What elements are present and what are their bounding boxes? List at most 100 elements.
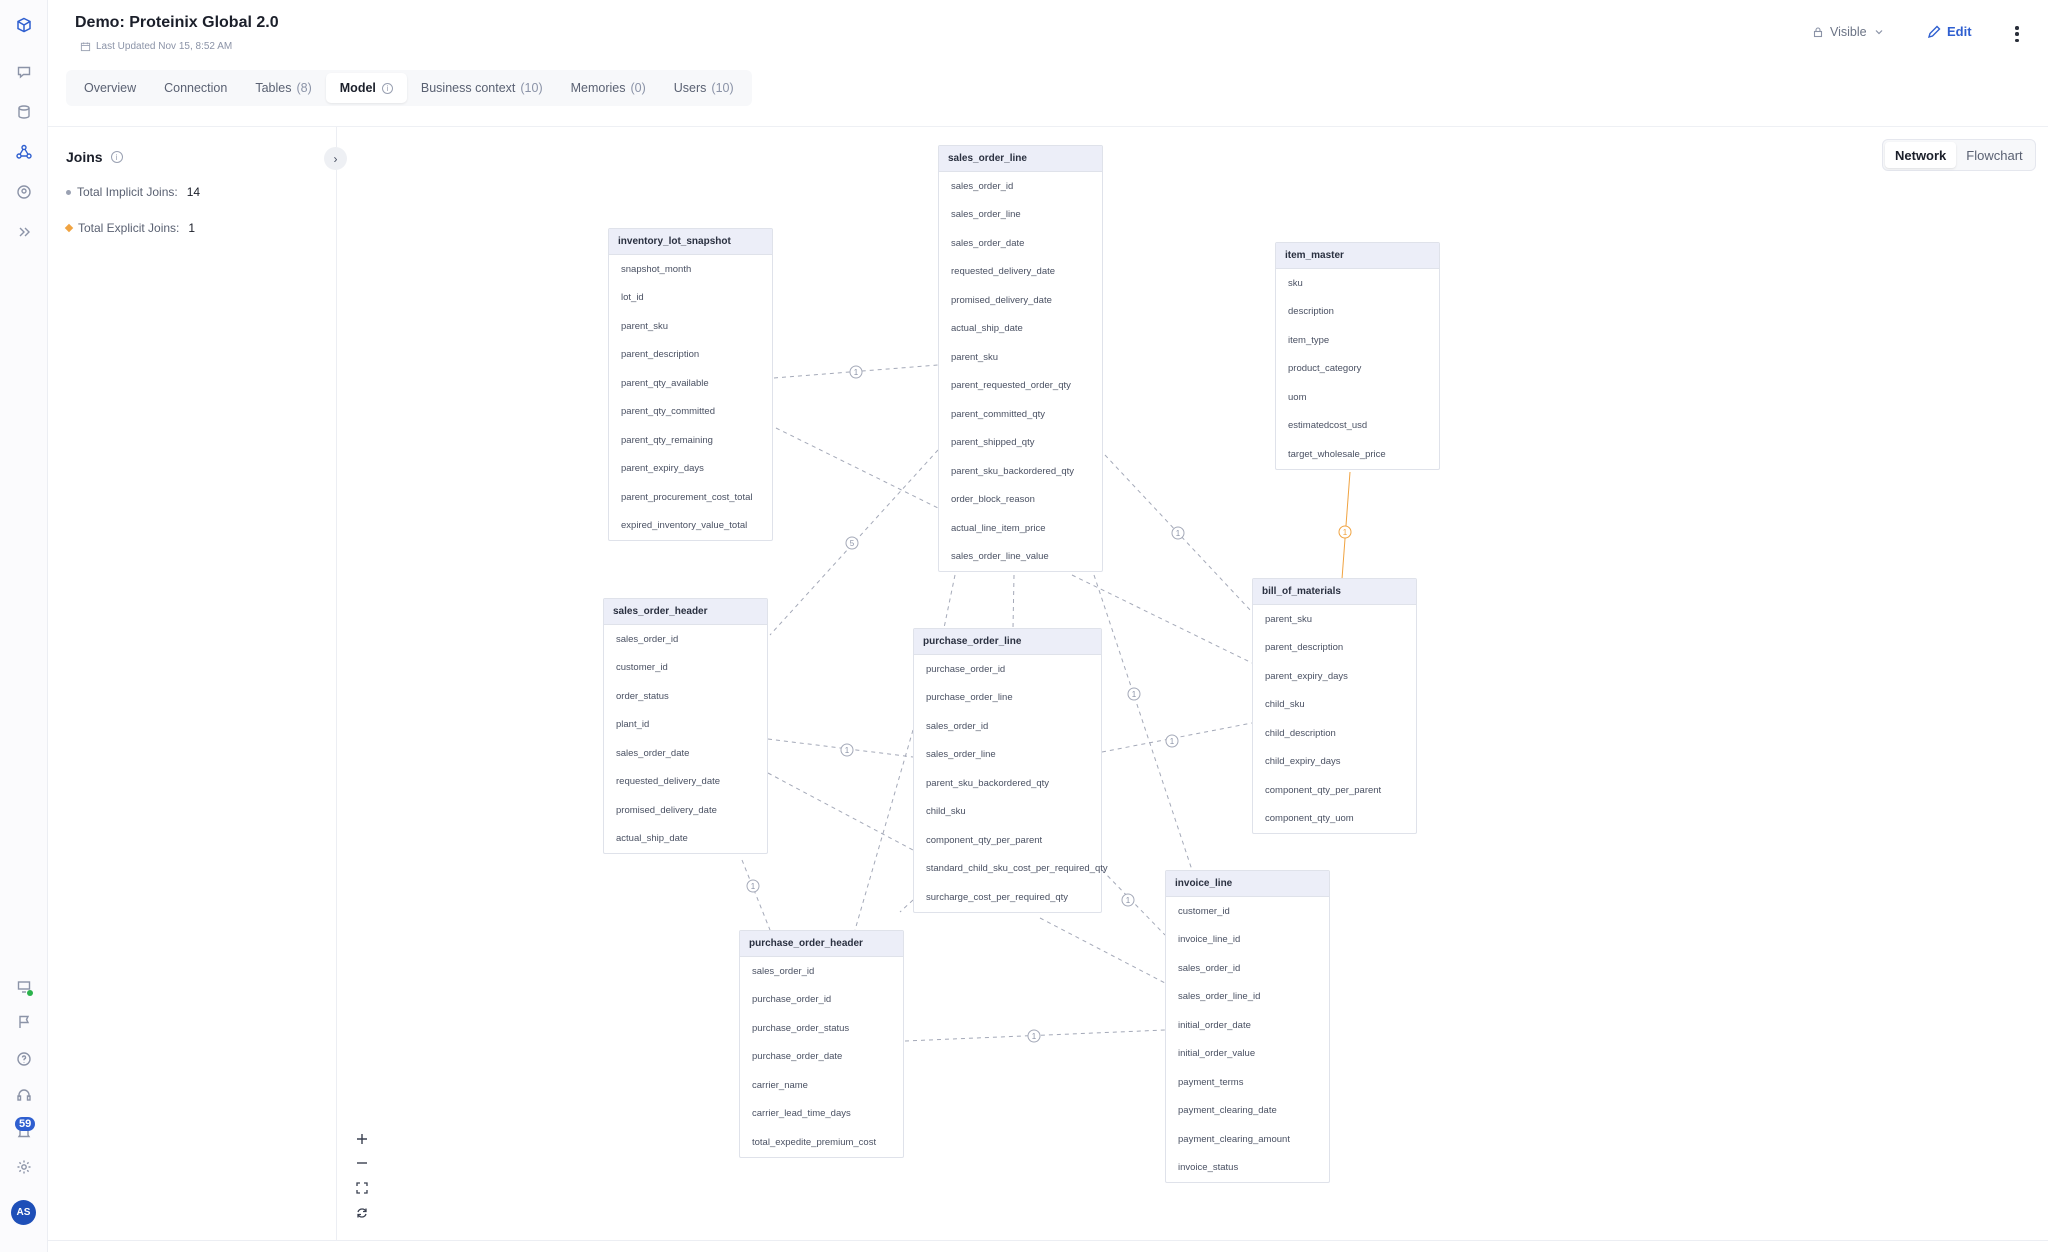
column-name: description (1288, 306, 1334, 318)
visibility-label: Visible (1830, 25, 1867, 39)
join-edge[interactable] (741, 859, 771, 931)
join-edge[interactable] (1012, 574, 1015, 629)
headset-icon[interactable] (12, 1083, 36, 1107)
column-name: sku (1288, 277, 1303, 289)
zoom-in-button[interactable] (350, 1128, 374, 1150)
edit-label: Edit (1947, 24, 1972, 39)
column-name: payment_clearing_date (1178, 1105, 1277, 1117)
svg-text:1: 1 (1343, 528, 1348, 537)
visibility-dropdown[interactable]: Visible (1812, 25, 1885, 39)
joins-panel (48, 127, 337, 1240)
collapse-panel-button[interactable]: › (324, 147, 347, 170)
join-edge[interactable] (769, 449, 939, 636)
info-icon[interactable]: i (110, 151, 123, 163)
tab-memories[interactable]: Memories(0) (557, 73, 660, 103)
lock-icon (1813, 27, 1823, 38)
network-view-button[interactable]: Network (1885, 142, 1957, 168)
tab-users[interactable]: Users(10) (660, 73, 748, 103)
column-name: promised_delivery_date (616, 804, 717, 816)
column-name: purchase_order_line (926, 692, 1013, 704)
chevron-down-icon (1875, 30, 1883, 35)
join-label[interactable]: 1 (849, 365, 863, 379)
page-title: Demo: Proteinix Global 2.0 (75, 14, 279, 31)
join-edge[interactable] (854, 729, 914, 931)
zoom-out-button[interactable] (350, 1152, 374, 1174)
join-label[interactable]: 1 (746, 879, 760, 893)
flowchart-view-button[interactable]: Flowchart (1966, 147, 2023, 163)
join-edge[interactable] (1093, 574, 1193, 871)
join-edge[interactable] (943, 574, 956, 629)
column-name: invoice_line_id (1178, 934, 1241, 946)
implicit-joins-stat: Total Implicit Joins: 14 (66, 185, 200, 199)
implicit-value: 14 (186, 185, 201, 199)
column-name: child_description (1265, 727, 1336, 739)
join-edge[interactable] (904, 1029, 1166, 1042)
settings-gear-icon[interactable] (12, 1155, 36, 1179)
tab-connection[interactable]: Connection (150, 73, 241, 103)
column-name: uom (1288, 391, 1307, 403)
column-name: target_wholesale_price (1288, 448, 1386, 460)
model-network-icon[interactable] (12, 140, 36, 164)
column-name: parent_qty_available (621, 377, 709, 389)
join-label[interactable]: 1 (1171, 526, 1185, 540)
join-edge[interactable] (773, 364, 939, 379)
more-options-icon[interactable] (2010, 23, 2024, 45)
database-icon[interactable] (12, 100, 36, 124)
join-label[interactable]: 5 (845, 536, 859, 550)
column-name: product_category (1288, 363, 1362, 375)
tab-overview[interactable]: Overview (70, 73, 150, 103)
explicit-join-edge[interactable] (1341, 471, 1351, 580)
reset-layout-button[interactable] (350, 1202, 374, 1224)
join-edge[interactable] (1039, 917, 1166, 984)
implicit-bullet (66, 189, 71, 195)
column-name: actual_ship_date (951, 323, 1023, 335)
column-name: sales_order_line (926, 749, 996, 761)
edit-button[interactable]: Edit (1927, 24, 1972, 39)
column-name: sales_order_id (752, 965, 815, 977)
join-edge[interactable] (899, 899, 914, 913)
join-edge[interactable] (1101, 869, 1166, 936)
cube-logo-icon[interactable] (12, 13, 36, 37)
join-edge[interactable] (1104, 454, 1253, 613)
join-label[interactable]: 1 (1027, 1029, 1041, 1043)
join-label[interactable]: 1 (1338, 525, 1352, 539)
tab-tables[interactable]: Tables(8) (241, 73, 325, 103)
join-edge[interactable] (1101, 722, 1253, 753)
explicit-bullet (64, 223, 74, 233)
help-icon[interactable] (12, 1047, 36, 1071)
join-label[interactable]: 1 (840, 743, 854, 757)
join-label[interactable]: 1 (1127, 687, 1141, 701)
column-name: parent_expiry_days (1265, 670, 1348, 682)
join-label[interactable]: 1 (1121, 893, 1135, 907)
flag-icon[interactable] (12, 1010, 36, 1034)
join-label[interactable]: 1 (1165, 734, 1179, 748)
join-edge[interactable] (767, 772, 914, 851)
join-edge[interactable] (775, 427, 939, 509)
tab-business-context[interactable]: Business context(10) (407, 73, 557, 103)
user-circle-icon[interactable] (12, 180, 36, 204)
svg-text:1: 1 (1132, 690, 1137, 699)
expand-chevrons-icon[interactable] (12, 220, 36, 244)
column-name: total_expedite_premium_cost (752, 1136, 877, 1148)
join-edge[interactable] (767, 738, 914, 758)
monitor-icon[interactable] (12, 975, 36, 999)
column-name: customer_id (1178, 905, 1230, 917)
column-name: parent_qty_committed (621, 406, 715, 418)
fit-view-button[interactable] (350, 1177, 374, 1199)
column-name: expired_inventory_value_total (621, 520, 748, 532)
column-name: standard_child_sku_cost_per_required_qty (926, 863, 1108, 875)
chat-icon[interactable] (12, 60, 36, 84)
user-avatar[interactable]: AS (11, 1200, 36, 1225)
column-name: carrier_lead_time_days (752, 1108, 851, 1120)
bottom-divider (48, 1240, 2048, 1241)
column-name: parent_committed_qty (951, 408, 1045, 420)
